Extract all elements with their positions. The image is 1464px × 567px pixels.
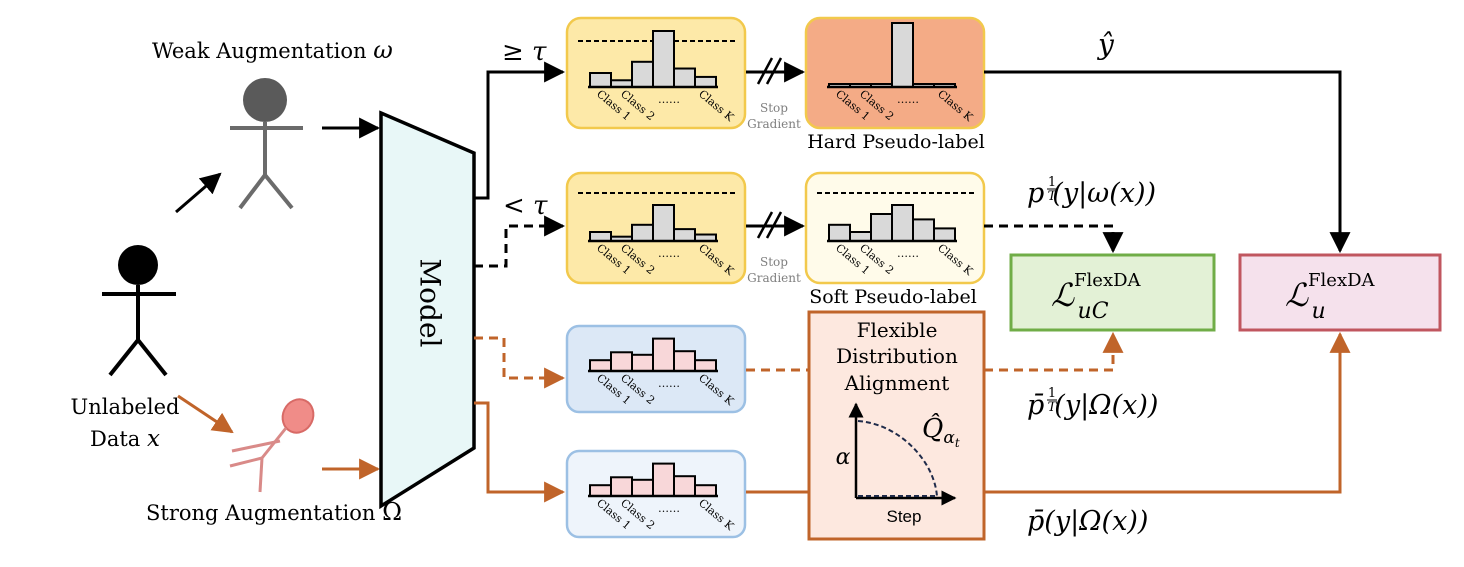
histogram-bar (652, 337, 675, 373)
stop-label-bottom: Stop (760, 255, 788, 269)
p-strong-temp-formula: p̄(y|Ω(x)) (1027, 390, 1158, 421)
fda-title-line2: Distribution (836, 344, 958, 368)
ge-tau-label: ≥ τ (502, 37, 547, 67)
model-block (379, 110, 476, 510)
soft-to-uc-path (984, 224, 1124, 254)
stop-gradient-slash-b1 (756, 211, 774, 239)
histogram-bar (589, 231, 612, 242)
histogram-bar (891, 22, 914, 88)
soft-pseudo-label-caption: Soft Pseudo-label (809, 286, 977, 308)
stop-gradient-slash-b2 (765, 211, 783, 239)
p-weak-formula: p(y|ω(x)) (1027, 178, 1156, 209)
stop-gradient-slash-a1 (756, 57, 774, 85)
loss-u-box (1238, 253, 1442, 332)
gradient-label-bottom: Gradient (747, 271, 801, 285)
class-label: …… (897, 93, 919, 106)
fda-to-u-path (984, 331, 1351, 494)
strong-solid-histogram (588, 462, 718, 498)
hard-pseudo-label-caption: Hard Pseudo-label (807, 131, 985, 153)
class-label: …… (897, 247, 919, 260)
fda-step-label: Step (887, 507, 922, 526)
gradient-label-top: Gradient (747, 117, 801, 131)
class-label: …… (658, 377, 680, 390)
unconfident-path (474, 215, 566, 268)
histogram-bar (933, 227, 956, 242)
histogram-bar (694, 75, 717, 88)
histogram-bar (589, 359, 612, 373)
stop-gradient-slash-a2 (765, 57, 783, 85)
fda-title-line1: Flexible (857, 318, 938, 342)
hard-to-u-path (984, 70, 1351, 254)
histogram-bar (891, 204, 914, 242)
histogram-bar (828, 223, 851, 243)
fda-q-symbol: Q̂αt (922, 413, 960, 450)
fda-dashed-to-uc-path (984, 331, 1124, 372)
p-weak-frac-den: T (1048, 189, 1058, 204)
unlabeled-label-line1: Unlabeled (71, 395, 180, 419)
strong-augmentation-label: Strong Augmentation Ω (146, 498, 402, 526)
strong-dashed-path (474, 336, 566, 389)
strong-solid-path (474, 401, 566, 503)
histogram-bar (631, 60, 654, 88)
hard-pseudo-label-histogram (827, 22, 957, 89)
strong-dashed-histogram (588, 337, 718, 373)
histogram-bar (610, 476, 633, 497)
p-strong-frac-den: T (1048, 400, 1058, 415)
histogram-bar (610, 351, 633, 372)
histogram-bar (673, 475, 696, 498)
soft-pseudo-label-histogram (827, 204, 957, 243)
histogram-bar (631, 223, 654, 243)
histogram-bar (673, 228, 696, 242)
histogram-bar (589, 72, 612, 88)
confident-path (474, 61, 566, 200)
lt-tau-label: < τ (503, 191, 548, 221)
fda-alpha-label: α (836, 445, 851, 470)
strong-aug-arrow (177, 394, 234, 434)
unconfident-histogram (588, 204, 718, 243)
histogram-bar (652, 204, 675, 242)
weak-augmentation-label: Weak Augmentation ω (152, 36, 393, 64)
stop-label-top: Stop (760, 101, 788, 115)
weak-augmentation-figure-icon (230, 78, 303, 210)
loss-uc-box (1009, 253, 1216, 332)
p-bar-formula: p̄(y|Ω(x)) (1027, 506, 1148, 537)
histogram-bar (849, 231, 872, 242)
p-strong-frac-num: 1 (1048, 386, 1056, 401)
histogram-bar (631, 478, 654, 497)
fda-title-line3: Alignment (844, 371, 950, 395)
confident-histogram (588, 30, 718, 89)
class-label: …… (658, 93, 680, 106)
histogram-bar (673, 350, 696, 373)
histogram-bar (652, 462, 675, 498)
weak-aug-arrow (175, 172, 222, 214)
unlabeled-label-line2: Data x (90, 426, 160, 452)
histogram-bar (673, 67, 696, 88)
class-label: …… (658, 247, 680, 260)
strong-augmentation-figure-icon (229, 398, 315, 493)
histogram-bar (694, 359, 717, 373)
histogram-bar (631, 353, 654, 372)
histogram-bar (694, 484, 717, 498)
p-weak-frac-num: 1 (1048, 175, 1056, 190)
histogram-bar (652, 30, 675, 88)
class-label: …… (658, 502, 680, 515)
fda-schedule-curve (857, 420, 938, 498)
unlabeled-data-figure-icon (102, 245, 176, 377)
histogram-bar (912, 218, 935, 242)
histogram-bar (589, 484, 612, 498)
histogram-bar (870, 213, 893, 242)
y-hat-label: ŷ (1096, 28, 1115, 61)
model-label: Model (414, 259, 447, 348)
